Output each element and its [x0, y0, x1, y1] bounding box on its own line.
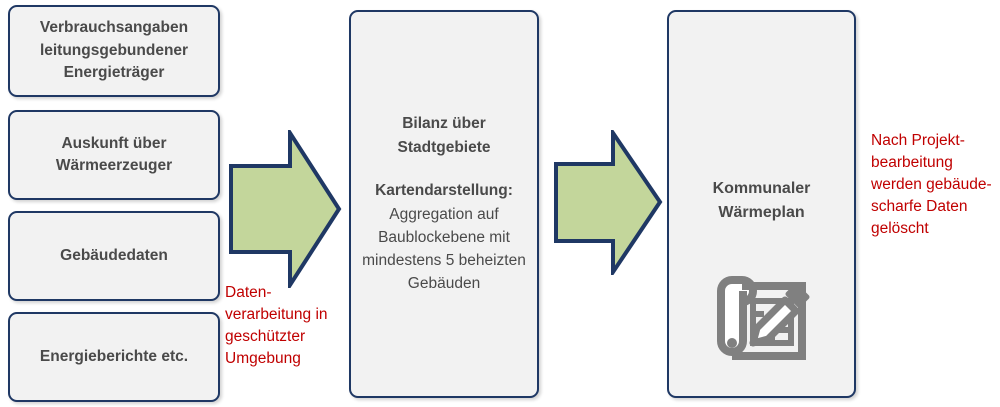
processing-box[interactable]: Bilanz über Stadtgebiete Kartendarstellu… — [349, 10, 539, 398]
input-box-label: Gebäudedaten — [60, 246, 168, 264]
input-box-label: Energieberichte etc. — [39, 347, 189, 365]
output-box-label: Kommunaler Wärmeplan — [712, 180, 811, 221]
input-box-label: Auskunft über Wärmeerzeuger — [55, 134, 173, 174]
note-data-processing: Daten-verarbeitung in geschützter Umgebu… — [225, 284, 328, 367]
processing-subtitle: Kartendarstellung: — [375, 182, 513, 200]
input-box-verbrauchsangaben[interactable]: Verbrauchsangaben leitungsgebundener Ene… — [8, 5, 220, 97]
input-box-gebaeudedaten[interactable]: Gebäudedaten — [8, 211, 220, 301]
blueprint-floorplan-pencil-icon — [716, 276, 809, 360]
processing-box-content: Bilanz über Stadtgebiete Kartendarstellu… — [351, 112, 537, 295]
input-box-energieberichte[interactable]: Energieberichte etc. — [8, 312, 220, 402]
processing-body: Aggregation auf Baublockebene mit mindes… — [362, 205, 526, 293]
arrow-inputs-to-processing-icon — [229, 130, 342, 288]
processing-heading: Bilanz über Stadtgebiete — [397, 115, 491, 156]
spacer — [357, 159, 531, 179]
input-box-auskunft-waermeerzeuger[interactable]: Auskunft über Wärmeerzeuger — [8, 110, 220, 200]
output-box-waermeplan[interactable]: Kommunaler Wärmeplan — [667, 10, 856, 398]
arrow-processing-to-plan-icon — [554, 130, 663, 275]
note-data-deletion: Nach Projekt-bearbeitung werden gebäude-… — [871, 132, 992, 237]
input-box-label: Verbrauchsangaben leitungsgebundener Ene… — [39, 19, 189, 82]
